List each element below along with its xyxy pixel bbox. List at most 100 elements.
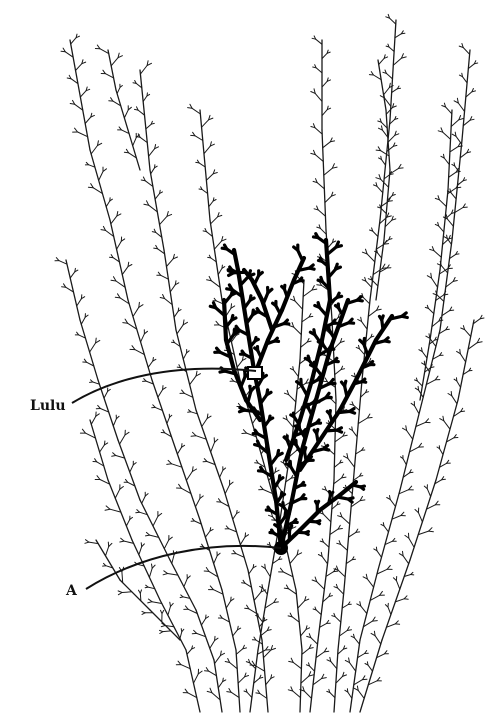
thin-branch-twig: [287, 420, 293, 428]
thin-branch-twig: [70, 272, 75, 278]
thin-branch-twig: [211, 217, 218, 224]
highlighted-branch-twig-fork: [283, 503, 284, 507]
thin-branch-twig: [417, 381, 422, 386]
thin-branch-twig-fork: [75, 128, 78, 132]
thin-branch-twig: [379, 58, 385, 64]
thin-branch-twig-fork: [384, 244, 388, 245]
thin-branch-twig-fork: [480, 318, 484, 319]
thin-branch-twig-fork: [356, 532, 360, 533]
thin-branch-twig-fork: [262, 585, 263, 588]
thin-branch-twig: [183, 353, 186, 359]
highlighted-branch-twig: [298, 268, 309, 270]
thin-branch-twig-fork: [265, 564, 266, 568]
thin-branch-twig: [160, 216, 167, 224]
highlighted-branch-twig-fork: [257, 309, 259, 313]
thin-branch-twig: [149, 149, 155, 157]
thin-branch-stem: [360, 640, 382, 712]
thin-branch-twig-fork: [86, 540, 89, 542]
thin-branch-twig: [265, 569, 270, 577]
thin-branch-twig-fork: [456, 187, 461, 188]
thin-branch-twig: [377, 186, 383, 192]
thin-branch-twig: [396, 581, 399, 590]
thin-branch-twig-fork: [291, 478, 294, 479]
thin-branch-twig: [335, 436, 343, 442]
thin-branch-twig-fork: [181, 595, 183, 597]
highlighted-branch-twig-fork: [382, 316, 383, 320]
thin-branch-twig: [237, 360, 242, 367]
thin-branch-twig: [140, 66, 147, 75]
thin-branch-twig: [330, 529, 338, 535]
thin-branch-twig: [373, 231, 378, 236]
highlighted-branch-twig-fork: [337, 296, 341, 297]
thin-branch-twig: [395, 34, 402, 38]
highlighted-branch-twig-fork: [230, 267, 232, 270]
thin-branch-stem: [318, 560, 328, 640]
thin-branch-twig-fork: [167, 464, 172, 465]
thin-branch-twig: [460, 354, 465, 362]
thin-branch-twig: [316, 39, 322, 44]
thin-branch-twig: [388, 135, 395, 142]
highlighted-branch-twig-fork: [261, 467, 264, 471]
thin-branch-twig-fork: [106, 506, 110, 509]
thin-branch-stem: [196, 610, 214, 660]
highlighted-branch-twig-fork: [336, 267, 341, 269]
highlighted-branch-twig-fork: [269, 418, 272, 420]
thin-branch-twig-fork: [456, 171, 460, 172]
thin-branch-twig: [368, 665, 373, 671]
thin-branch-stem: [378, 60, 386, 110]
highlighted-branch-twig-fork: [294, 413, 295, 417]
thin-branch-stem: [118, 440, 140, 500]
thin-branch-twig: [240, 537, 245, 545]
thin-branch-twig: [331, 662, 337, 669]
thin-branch-twig: [449, 172, 457, 177]
thin-branch-twig: [311, 638, 318, 645]
thin-branch-stem: [448, 110, 452, 190]
thin-branch-twig-fork: [118, 591, 122, 593]
thin-branch-twig: [218, 268, 222, 274]
thin-branch-twig-fork: [324, 651, 329, 652]
thin-branch-twig: [323, 514, 331, 522]
thin-branch-twig: [146, 124, 151, 129]
thin-branch-twig: [322, 81, 327, 87]
thin-branch-stem: [140, 70, 150, 170]
thin-branch-twig: [350, 663, 356, 672]
thin-branch-twig: [361, 606, 367, 614]
thin-branch-twig-fork: [373, 621, 378, 622]
thin-branch-twig-fork: [185, 606, 188, 609]
thin-branch-twig: [117, 241, 122, 249]
thin-branch-stem: [380, 120, 390, 220]
thin-branch-twig-fork: [182, 390, 185, 393]
thin-branch-twig: [158, 390, 163, 398]
thin-branch-twig: [205, 531, 210, 537]
thin-branch-twig: [233, 630, 238, 636]
thin-branch-twig: [122, 267, 128, 275]
thin-branch-twig: [301, 342, 308, 347]
highlighted-branch-twig-fork: [316, 234, 318, 238]
thin-branch-twig: [422, 352, 427, 359]
thin-branch-twig-fork: [152, 565, 155, 568]
highlighted-branch-twig-fork: [258, 441, 260, 446]
thin-branch-twig: [100, 49, 109, 54]
thin-branch-twig: [384, 88, 390, 95]
thin-branch-twig: [342, 517, 350, 524]
thin-branch-twig: [390, 499, 395, 506]
thin-branch-twig: [452, 396, 457, 404]
highlighted-branch-twig-fork: [318, 303, 319, 308]
highlighted-branch-twig: [301, 385, 307, 396]
thin-branch-twig-fork: [191, 436, 196, 437]
thin-branch-twig: [195, 136, 203, 141]
thin-branch-stem: [236, 650, 240, 712]
thin-branch-twig: [141, 334, 145, 342]
thin-branch-stem: [186, 650, 200, 712]
highlighted-branch-twig-fork: [290, 526, 292, 530]
highlighted-branch-twig-fork: [345, 381, 346, 386]
thin-branch-twig-fork: [431, 367, 434, 368]
thin-branch-twig: [303, 290, 312, 297]
thin-branch-twig: [322, 556, 327, 563]
thin-branch-twig: [81, 317, 85, 324]
highlighted-branch-twig-fork: [317, 430, 318, 434]
thin-branch-twig: [301, 676, 309, 683]
thin-branch-stem: [128, 300, 152, 380]
thin-branch-twig-fork: [148, 599, 152, 602]
thin-branch-twig: [341, 544, 348, 550]
